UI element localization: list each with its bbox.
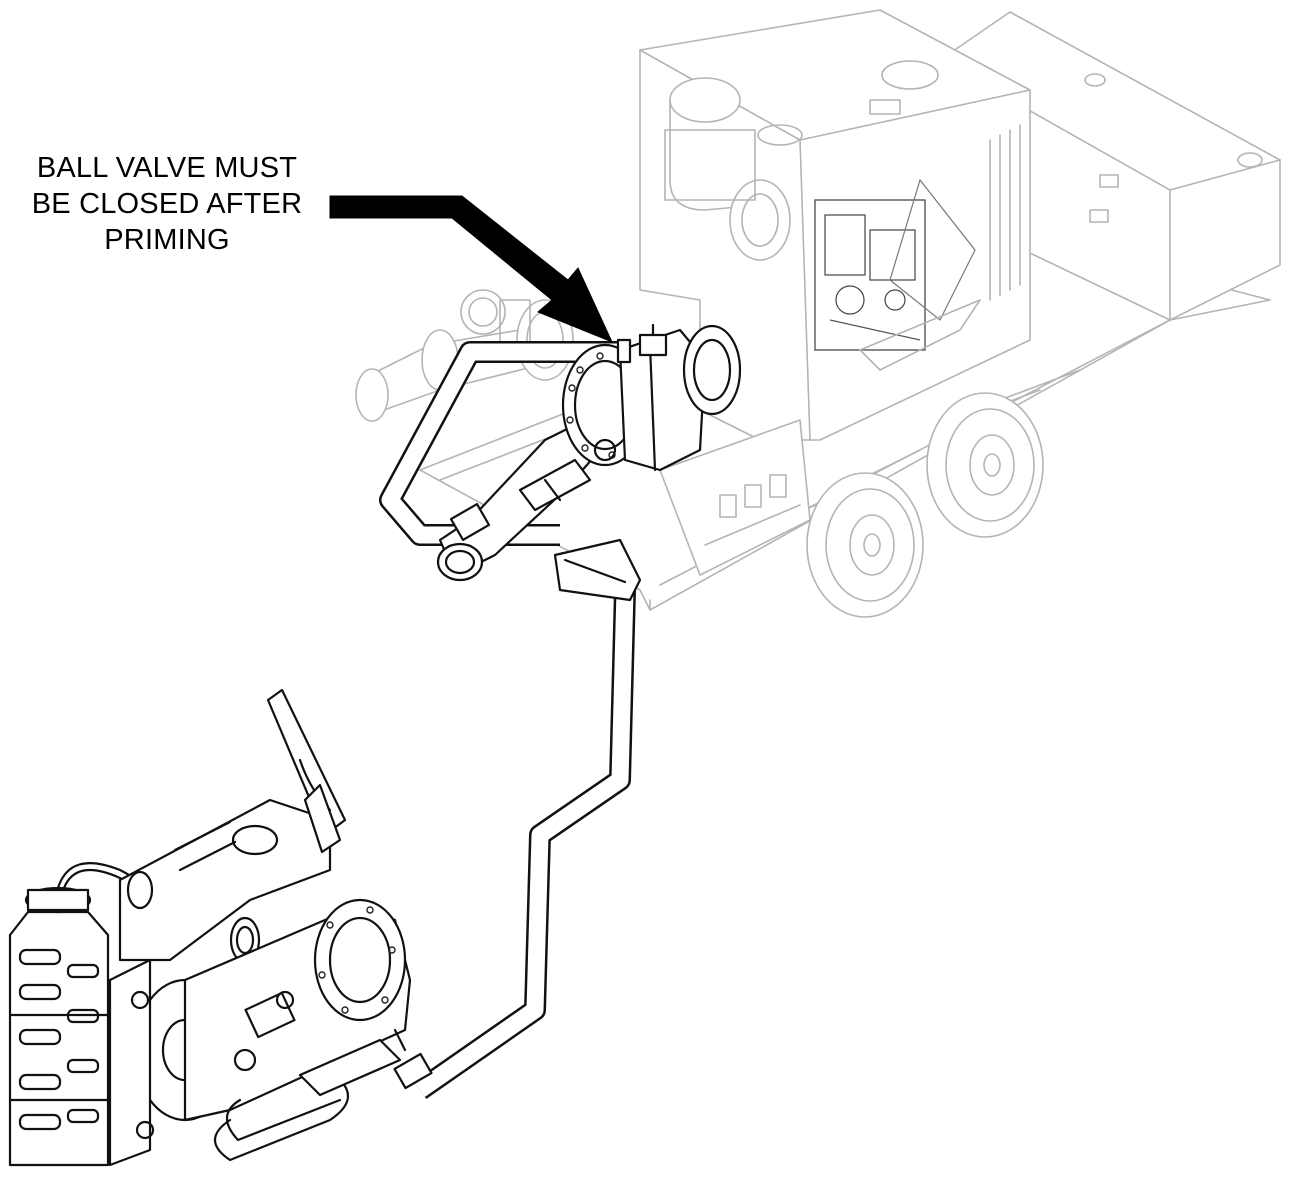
- callout-line-3: PRIMING: [104, 224, 230, 256]
- vacuum-priming-pump: [8, 688, 433, 1167]
- ball-valve-callout-label: BALL VALVE MUST BE CLOSED AFTER PRIMING: [18, 150, 316, 258]
- callout-arrow: [329, 195, 613, 343]
- suction-connector: [518, 458, 592, 512]
- suction-pipe: [413, 589, 636, 1100]
- callout-line-1: BALL VALVE MUST: [36, 152, 298, 184]
- callout-line-2: BE CLOSED AFTER: [31, 188, 303, 220]
- trailer-pump-unit: [355, 9, 1281, 618]
- trailer-wheel-front: [806, 472, 924, 618]
- oil-bottle: [8, 886, 110, 1167]
- ball-valve: [638, 333, 668, 357]
- trailer-wheel-rear: [926, 392, 1044, 538]
- air-cleaner: [664, 77, 791, 261]
- pump-housing: [553, 323, 742, 602]
- engine-block: [814, 178, 976, 351]
- check-valve: [393, 1052, 433, 1090]
